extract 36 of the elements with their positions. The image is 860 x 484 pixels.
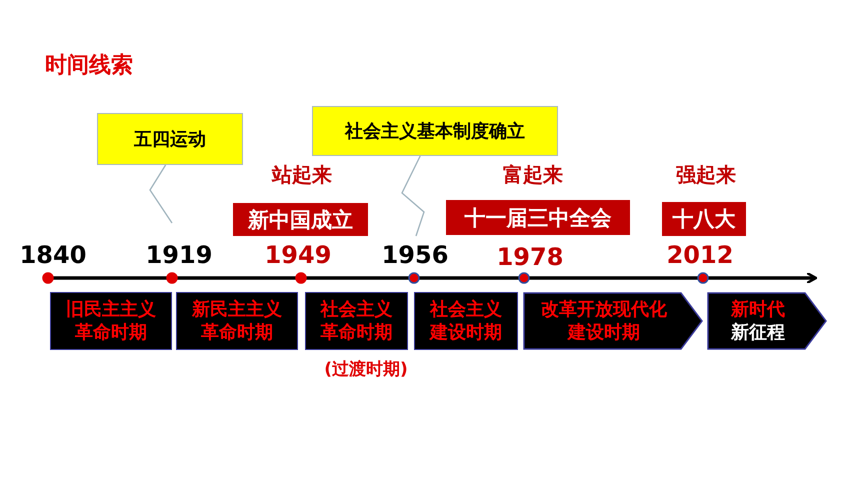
- leader-line: [149, 164, 173, 224]
- node-text: 新民主主义革命时期: [192, 298, 282, 344]
- event-banner: [446, 200, 630, 235]
- callout-box: [97, 113, 243, 165]
- node-text: 新征程: [731, 321, 785, 344]
- year-label: 1919: [146, 241, 212, 269]
- event-banner: [233, 203, 368, 236]
- period-box: [50, 292, 172, 350]
- period-box: [305, 292, 408, 350]
- year-label: 1949: [264, 241, 332, 269]
- node-text: 社会主义建设时期: [430, 298, 502, 344]
- slogan-text: 强起来: [676, 162, 736, 188]
- period-box: [523, 292, 703, 350]
- period-box: [414, 292, 518, 350]
- event-banner: [662, 202, 746, 236]
- node-text: 十八大: [672, 206, 736, 233]
- node-text: 社会主义基本制度确立: [345, 120, 525, 143]
- leader-line: [401, 156, 425, 236]
- node-text: 新时代: [731, 298, 785, 321]
- node-text: 十一届三中全会: [464, 204, 612, 232]
- node-text: 社会主义革命时期: [320, 298, 392, 344]
- node-text: 旧民主主义革命时期: [66, 298, 156, 344]
- note-text: (过渡时期): [324, 358, 408, 380]
- year-label: 1840: [20, 241, 86, 269]
- node-text: 五四运动: [134, 128, 206, 151]
- slogan-text: 站起来: [272, 162, 332, 188]
- year-label: 1978: [496, 243, 564, 271]
- node-text: 改革开放现代化建设时期: [541, 298, 667, 344]
- period-box: [176, 292, 298, 350]
- callout-box: [312, 106, 558, 156]
- period-box: [707, 292, 827, 350]
- heading: 时间线索: [45, 52, 133, 80]
- year-label: 2012: [666, 241, 734, 269]
- slogan-text: 富起来: [503, 162, 563, 188]
- year-label: 1956: [382, 241, 448, 269]
- node-text: 新中国成立: [248, 206, 353, 234]
